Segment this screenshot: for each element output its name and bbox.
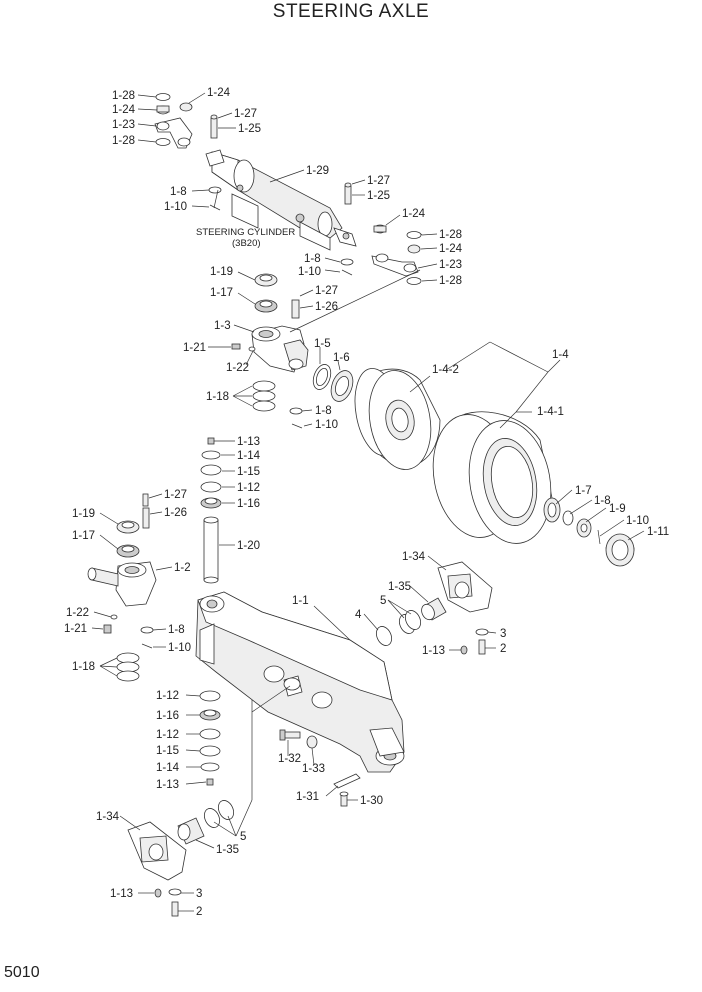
callout: 1-14 [237, 450, 261, 462]
callout: 1-7 [575, 485, 592, 497]
callout: 1-4 [552, 349, 569, 361]
callout: 1-9 [609, 503, 626, 515]
callout: 1-13 [156, 779, 179, 791]
callout: 3 [196, 888, 202, 900]
knuckle-lower [87, 493, 157, 682]
callout: 1-24 [112, 104, 136, 116]
callout: 1-24 [439, 243, 463, 255]
callout: 1-35 [388, 581, 411, 593]
seal-and-bearing-upper [312, 364, 354, 402]
callout: 1-16 [156, 710, 179, 722]
callout: 1-26 [164, 507, 187, 519]
callout: 1-12 [237, 482, 260, 494]
leader-lines [91, 92, 645, 912]
callout: 1-25 [367, 190, 390, 202]
callout: 1-12 [156, 690, 179, 702]
knuckle-upper [231, 273, 309, 429]
callout: 1-8 [594, 495, 611, 507]
callout: 1-13 [237, 436, 260, 448]
callout: 5 [240, 831, 246, 843]
callout: 1-35 [216, 844, 239, 856]
pivot-parts-lower [127, 800, 235, 917]
callout: 1-22 [226, 362, 249, 374]
pivot-parts-right [375, 561, 493, 655]
callout: 1-12 [156, 729, 179, 741]
callout: 1-22 [66, 607, 89, 619]
callout: 1-34 [96, 811, 120, 823]
callout: 1-28 [439, 229, 462, 241]
callout: 1-10 [168, 642, 191, 654]
callout: 1-5 [314, 338, 331, 350]
callout: 1-3 [214, 320, 231, 332]
callout: 1-8 [315, 405, 332, 417]
callout: 1-20 [237, 540, 260, 552]
callout-labels: 1-28 1-24 1-24 1-23 1-28 1-27 1-25 1-29 … [64, 87, 669, 918]
callout: 2 [500, 643, 506, 655]
page-title: STEERING AXLE [272, 1, 430, 22]
steering-cylinder [205, 149, 357, 251]
callout: 1-8 [304, 253, 321, 265]
callout: 1-17 [210, 287, 233, 299]
callout: 1-24 [207, 87, 231, 99]
callout: 1-14 [156, 762, 180, 774]
callout: 5 [380, 595, 386, 607]
callout: 1-21 [64, 623, 87, 635]
callout: 1-10 [315, 419, 338, 431]
callout: 1-4-2 [432, 364, 459, 376]
callout: 1-23 [439, 259, 462, 271]
callout: 1-6 [333, 352, 350, 364]
callout: 1-18 [72, 661, 95, 673]
steering-cylinder-code: (3B20) [232, 238, 261, 249]
callout: 1-1 [292, 595, 309, 607]
callout: 1-16 [237, 498, 260, 510]
callout: 1-34 [402, 551, 426, 563]
callout: 1-28 [439, 275, 462, 287]
callout: 1-8 [170, 186, 187, 198]
callout: 1-30 [360, 795, 383, 807]
callout: 1-10 [298, 266, 321, 278]
callout: 1-15 [237, 466, 260, 478]
callout: 2 [196, 906, 202, 918]
callout: 1-26 [315, 301, 338, 313]
steering-link-upper-left [154, 93, 222, 211]
callout: 1-23 [112, 119, 135, 131]
callout: 1-21 [183, 342, 206, 354]
callout: 1-32 [278, 753, 301, 765]
callout: 1-27 [315, 285, 338, 297]
king-pin-stack [200, 437, 222, 584]
axle-body [195, 591, 405, 773]
callout: 1-4-1 [537, 406, 564, 418]
callout: 1-28 [112, 90, 135, 102]
callout: 1-15 [156, 745, 179, 757]
callout: 1-2 [174, 562, 191, 574]
callout: 1-31 [296, 791, 319, 803]
callout: 1-29 [306, 165, 329, 177]
callout: 1-33 [302, 763, 325, 775]
tire [432, 411, 553, 544]
callout: 1-10 [164, 201, 187, 213]
lower-stack [199, 690, 221, 786]
page-number: 5010 [4, 964, 40, 981]
callout: 1-13 [422, 645, 445, 657]
callout: 3 [500, 628, 506, 640]
callout: 1-19 [210, 266, 233, 278]
callout: 1-11 [647, 526, 669, 538]
callout: 1-27 [164, 489, 187, 501]
callout: 1-8 [168, 624, 185, 636]
steering-cylinder-note: STEERING CYLINDER [196, 227, 295, 238]
callout: 1-10 [626, 515, 649, 527]
wheel-hub [354, 368, 441, 470]
callout: 1-25 [238, 123, 261, 135]
callout: 1-13 [110, 888, 133, 900]
callout: 1-27 [234, 108, 257, 120]
callout: 1-18 [206, 391, 229, 403]
callout: 1-19 [72, 508, 95, 520]
callout: 4 [355, 609, 362, 621]
callout: 1-28 [112, 135, 135, 147]
callout: 1-24 [402, 208, 426, 220]
callout: 1-27 [367, 175, 390, 187]
callout: 1-17 [72, 530, 95, 542]
